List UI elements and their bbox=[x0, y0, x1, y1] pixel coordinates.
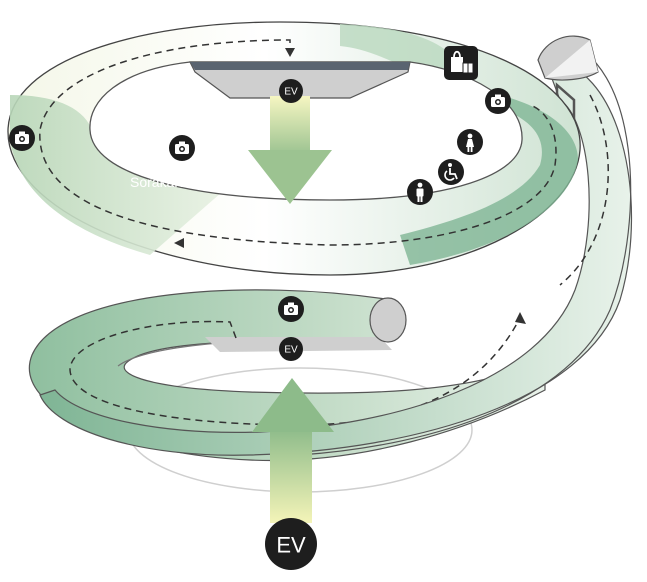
restroom-male-icon bbox=[407, 179, 433, 205]
camera-icon bbox=[169, 135, 195, 161]
ev-arrow-down bbox=[248, 96, 332, 204]
area-label: Sorakara Po bbox=[130, 174, 208, 190]
camera-icon bbox=[9, 125, 35, 151]
upper-ring bbox=[7, 21, 581, 276]
camera-icon bbox=[485, 88, 511, 114]
restroom-female-icon bbox=[457, 129, 483, 155]
shopping-bag-icon bbox=[444, 46, 478, 80]
ev-top-label: EV bbox=[284, 87, 298, 98]
ev-middle-marker: EV bbox=[279, 337, 303, 361]
ev-middle-label: EV bbox=[284, 345, 298, 356]
ev-top-marker: EV bbox=[279, 79, 303, 103]
ev-bottom-label: EV bbox=[276, 533, 306, 558]
ev-bottom-marker: EV bbox=[265, 518, 317, 570]
connecting-ramp bbox=[39, 35, 633, 456]
wheelchair-icon bbox=[438, 159, 464, 185]
ev-arrow-up bbox=[252, 378, 334, 523]
camera-icon bbox=[278, 296, 304, 322]
